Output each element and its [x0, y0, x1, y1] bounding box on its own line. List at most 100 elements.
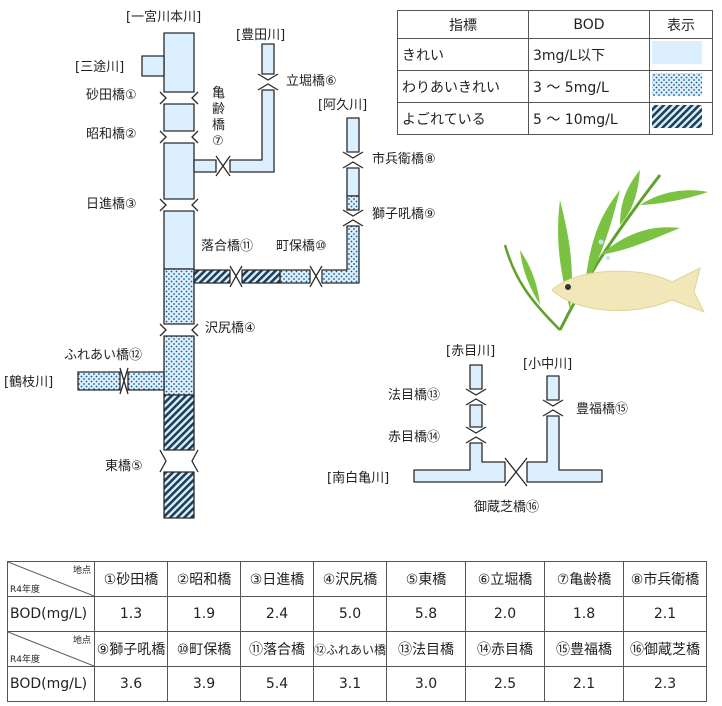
river-map — [77, 32, 708, 519]
main-river-seg-7 — [163, 394, 195, 451]
bridge-label-ichibei: 市兵衛橋⑧ — [372, 152, 436, 167]
table-value: 1.8 — [544, 596, 625, 632]
mito-river — [141, 55, 165, 77]
legend-swatch-clean — [649, 38, 713, 71]
bridge-label-kamerei-4: ⑦ — [212, 134, 224, 149]
bridge-label-hoome: 法目橋⑬ — [388, 388, 441, 403]
table-point: ④沢尻橋 — [312, 561, 388, 597]
table-value: 2.5 — [465, 666, 546, 702]
table-corner: 地点 R4年度 — [7, 561, 95, 597]
legend-label-clean: きれい — [397, 38, 529, 71]
river-label-ichinomiya: [一宮川本川] — [126, 10, 202, 25]
aku-river-5 — [279, 269, 311, 284]
table-value: 3.0 — [386, 666, 467, 702]
bridge-label-tatebori: 立堀橋⑥ — [286, 74, 337, 89]
bridge-label-shishiku: 獅子吼橋⑨ — [372, 207, 436, 222]
table-point: ⑧市兵衛橋 — [623, 561, 708, 597]
bridge-label-mikura: 御蔵芝橋⑯ — [474, 500, 540, 515]
bod-data-table: 地点 R4年度 ①砂田橋 ②昭和橋 ③日進橋 ④沢尻橋 ⑤東橋 ⑥立堀橋 ⑦亀齢… — [7, 561, 708, 702]
legend-header-display: 表示 — [649, 10, 713, 39]
main-river-seg-8 — [163, 471, 195, 519]
bridge-label-kamerei-3: 橋 — [212, 118, 226, 133]
table-value: 2.1 — [623, 596, 708, 632]
bridge-label-machiho: 町保橋⑩ — [276, 239, 327, 254]
river-label-konaka: [小中川] — [523, 357, 573, 372]
main-river-seg-4 — [163, 210, 195, 270]
table-value: 2.3 — [623, 666, 708, 702]
akame-river-1 — [469, 364, 483, 390]
table-value: 2.4 — [240, 596, 314, 632]
river-label-aku: [阿久川] — [318, 98, 368, 113]
bridge-label-nisshin: 日進橋③ — [86, 197, 137, 212]
table-point: ⑤東橋 — [386, 561, 467, 597]
river-label-minamishirakame: [南白亀川] — [327, 471, 390, 486]
legend-header-index: 指標 — [397, 10, 529, 39]
legend-range-fair: 3 ～ 5mg/L — [528, 70, 650, 103]
table-header-row: 地点 R4年度 ①砂田橋 ②昭和橋 ③日進橋 ④沢尻橋 ⑤東橋 ⑥立堀橋 ⑦亀齢… — [7, 561, 708, 597]
bridge-label-kamerei-2: 齢 — [212, 102, 226, 117]
legend-range-clean: 3mg/L以下 — [528, 38, 650, 71]
table-value: 3.6 — [94, 666, 168, 702]
tsurueda-river-2 — [127, 371, 165, 391]
corner-label-point: 地点 — [72, 566, 91, 576]
konaka-river-1 — [546, 375, 560, 401]
legend-swatch-fair — [649, 70, 713, 103]
table-point: ⑭赤目橋 — [465, 631, 546, 667]
table-value: 5.8 — [386, 596, 467, 632]
legend-label-dirty: よごれている — [397, 102, 529, 135]
table-point: ⑥立堀橋 — [465, 561, 546, 597]
main-river-seg-1 — [163, 32, 195, 93]
table-value: 1.3 — [94, 596, 168, 632]
bridge-label-ochiai: 落合橋⑪ — [201, 239, 254, 254]
table-row-label: BOD(mg/L) — [7, 596, 95, 632]
aku-river-2 — [346, 167, 360, 197]
akame-river-3 — [413, 442, 506, 483]
bridge-label-shiri: 沢尻橋④ — [205, 321, 256, 336]
aku-river-1 — [346, 117, 360, 153]
table-point: ③日進橋 — [240, 561, 314, 597]
table-row-label: BOD(mg/L) — [7, 666, 95, 702]
table-value: 5.0 — [312, 596, 388, 632]
table-value: 3.9 — [167, 666, 241, 702]
table-point: ①砂田橋 — [94, 561, 168, 597]
akame-river-2 — [469, 404, 483, 428]
legend-swatch-dirty — [649, 102, 713, 135]
bridge-label-sunada: 砂田橋① — [86, 88, 137, 103]
table-value: 5.4 — [240, 666, 314, 702]
corner-label-point: 地点 — [72, 636, 91, 646]
table-value: 3.1 — [312, 666, 388, 702]
table-row: BOD(mg/L) 1.3 1.9 2.4 5.0 5.8 2.0 1.8 2.… — [7, 596, 708, 632]
main-river-seg-5 — [163, 268, 195, 325]
tsurueda-river-1 — [77, 371, 121, 391]
table-value: 2.1 — [544, 666, 625, 702]
corner-label-year: R4年度 — [10, 655, 40, 665]
table-value: 2.0 — [465, 596, 546, 632]
bridge-label-fureai: ふれあい橋⑫ — [64, 348, 143, 363]
aku-river-4 — [321, 225, 360, 284]
legend-header-bod: BOD — [528, 10, 650, 39]
river-label-toyota: [豊田川] — [236, 28, 286, 43]
toyota-river-2 — [229, 89, 275, 173]
toyota-river-1 — [261, 43, 275, 75]
table-header-row: 地点 R4年度 ⑨獅子吼橋 ⑩町保橋 ⑪落合橋 ⑫ふれあい橋 ⑬法目橋 ⑭赤目橋… — [7, 631, 708, 667]
bridge-label-akamebashi: 赤目橋⑭ — [388, 430, 441, 445]
legend-range-dirty: 5 ～ 10mg/L — [528, 102, 650, 135]
table-point: ⑨獅子吼橋 — [94, 631, 168, 667]
toyota-river-3 — [193, 159, 217, 173]
table-point: ②昭和橋 — [167, 561, 241, 597]
table-point: ⑦亀齢橋 — [544, 561, 625, 597]
aku-river-3 — [346, 195, 360, 211]
table-point: ⑫ふれあい橋 — [312, 631, 388, 667]
aku-river-7 — [193, 269, 231, 284]
river-label-tsurueda: [鶴枝川] — [4, 375, 54, 390]
bridge-label-showa: 昭和橋② — [86, 127, 137, 142]
river-label-akame: [赤目川] — [446, 344, 496, 359]
corner-label-year: R4年度 — [10, 585, 40, 595]
table-corner: 地点 R4年度 — [7, 631, 95, 667]
table-point: ⑮豊福橋 — [544, 631, 625, 667]
table-point: ⑩町保橋 — [167, 631, 241, 667]
aku-river-6 — [241, 269, 281, 284]
legend-table: 指標 BOD 表示 きれい 3mg/L以下 わりあいきれい 3 ～ 5mg/L … — [397, 10, 713, 135]
main-river-seg-6 — [163, 335, 195, 396]
konaka-river-2 — [526, 415, 603, 483]
